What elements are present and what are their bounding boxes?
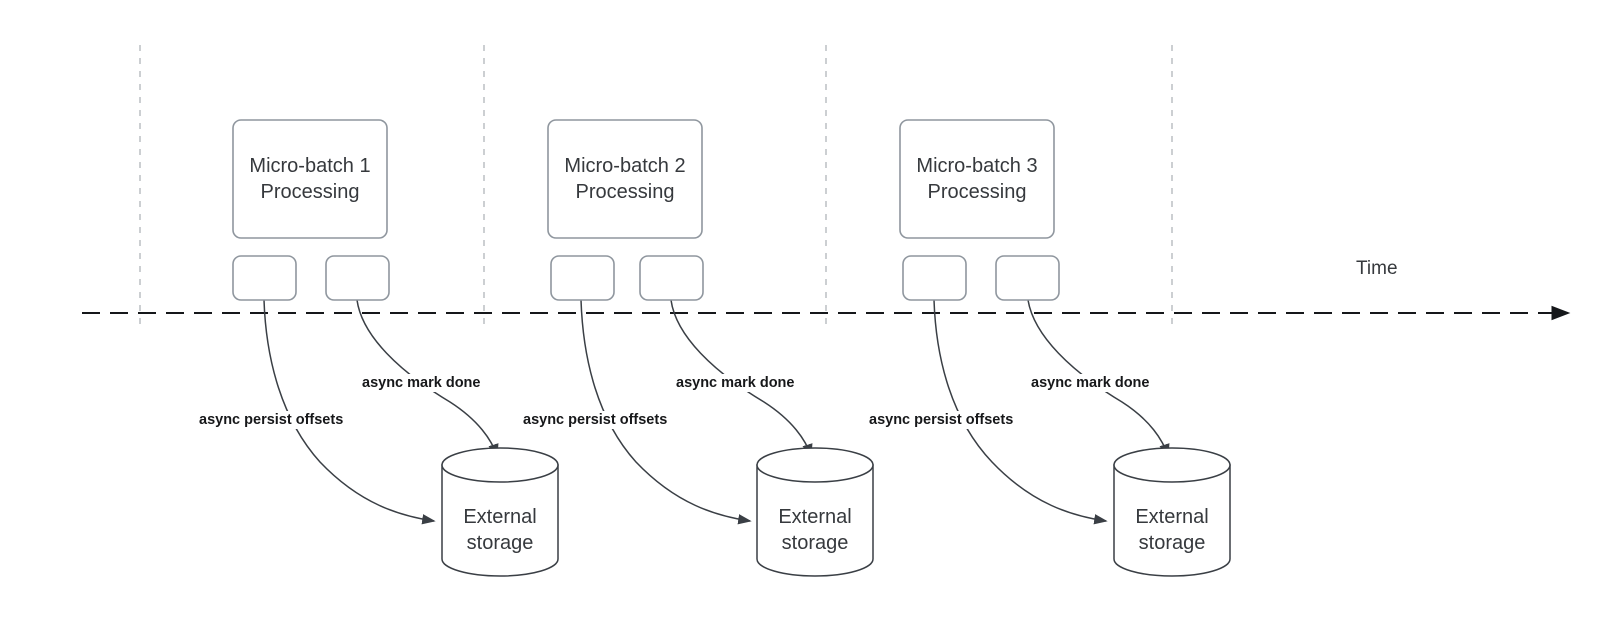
- micro-batch-box: [899, 119, 1055, 239]
- edge-mark-done: [1027, 299, 1170, 458]
- task-box-mark[interactable]: [325, 255, 390, 301]
- task-box-rect: [902, 255, 967, 301]
- micro-batch-node[interactable]: Micro-batch 3 Processing: [899, 119, 1055, 239]
- micro-batch-title: Micro-batch 3: [916, 155, 1037, 177]
- label-halo: [673, 374, 798, 392]
- edge-persist-offsets-label-group: async persist offsets: [866, 411, 1017, 429]
- label-halo: [196, 411, 347, 429]
- micro-batch-node[interactable]: Micro-batch 1 Processing: [232, 119, 388, 239]
- edge-mark-done-label: async mark done: [676, 375, 794, 391]
- cylinder-body-icon: [756, 464, 874, 577]
- external-storage-node[interactable]: External storage: [756, 447, 874, 577]
- task-box-rect: [325, 255, 390, 301]
- external-storage-node[interactable]: External storage: [441, 447, 559, 577]
- label-halo: [520, 411, 671, 429]
- storage-label-line1: External: [1135, 506, 1208, 528]
- micro-batch-box: [547, 119, 703, 239]
- label-halo: [359, 374, 484, 392]
- task-box-persist[interactable]: [902, 255, 967, 301]
- edge-mark-done-label: async mark done: [362, 375, 480, 391]
- edge-persist-offsets-label-group: async persist offsets: [196, 411, 347, 429]
- edges-layer: [263, 299, 1170, 525]
- task-box-persist[interactable]: [550, 255, 615, 301]
- task-box-rect: [995, 255, 1060, 301]
- task-box-persist[interactable]: [232, 255, 297, 301]
- cylinder-top-icon: [756, 447, 874, 483]
- micro-batch-title: Micro-batch 1: [249, 155, 370, 177]
- storage-label-line1: External: [778, 506, 851, 528]
- micro-batch-title: Micro-batch 2: [564, 155, 685, 177]
- edge-mark-done: [356, 299, 499, 458]
- label-halo: [1028, 374, 1153, 392]
- storage-label-line2: storage: [467, 532, 534, 554]
- storage-label-line2: storage: [1139, 532, 1206, 554]
- task-box-rect: [232, 255, 297, 301]
- cylinder-top-icon: [1113, 447, 1231, 483]
- micro-batch-node[interactable]: Micro-batch 2 Processing: [547, 119, 703, 239]
- edge-mark-done-label: async mark done: [1031, 375, 1149, 391]
- time-axis-label: Time: [1356, 258, 1398, 279]
- edge-persist-offsets-label: async persist offsets: [523, 412, 667, 428]
- edge-labels-layer: async persist offsets async mark done asyn…: [196, 374, 1153, 429]
- edge-mark-done-label-group: async mark done: [1028, 374, 1153, 392]
- micro-batch-subtitle: Processing: [576, 181, 675, 203]
- edge-persist-offsets-label: async persist offsets: [869, 412, 1013, 428]
- micro-batch-box: [232, 119, 388, 239]
- task-box-rect: [550, 255, 615, 301]
- storage-label-line1: External: [463, 506, 536, 528]
- cylinder-body-icon: [1113, 464, 1231, 577]
- storage-label-line2: storage: [782, 532, 849, 554]
- edge-persist-offsets: [580, 299, 752, 525]
- label-halo: [866, 411, 1017, 429]
- edge-mark-done-label-group: async mark done: [359, 374, 484, 392]
- edge-mark-done-label-group: async mark done: [673, 374, 798, 392]
- edge-persist-offsets-label-group: async persist offsets: [520, 411, 671, 429]
- cylinder-body-icon: [441, 464, 559, 577]
- task-box-rect: [639, 255, 704, 301]
- edge-mark-done: [670, 299, 813, 458]
- micro-batch-subtitle: Processing: [928, 181, 1027, 203]
- cylinder-top-icon: [441, 447, 559, 483]
- task-box-mark[interactable]: [995, 255, 1060, 301]
- micro-batch-subtitle: Processing: [261, 181, 360, 203]
- edge-persist-offsets: [933, 299, 1108, 525]
- edge-persist-offsets-label: async persist offsets: [199, 412, 343, 428]
- task-box-mark[interactable]: [639, 255, 704, 301]
- edge-persist-offsets: [263, 299, 436, 525]
- external-storage-node[interactable]: External storage: [1113, 447, 1231, 577]
- time-axis: Time: [82, 258, 1571, 321]
